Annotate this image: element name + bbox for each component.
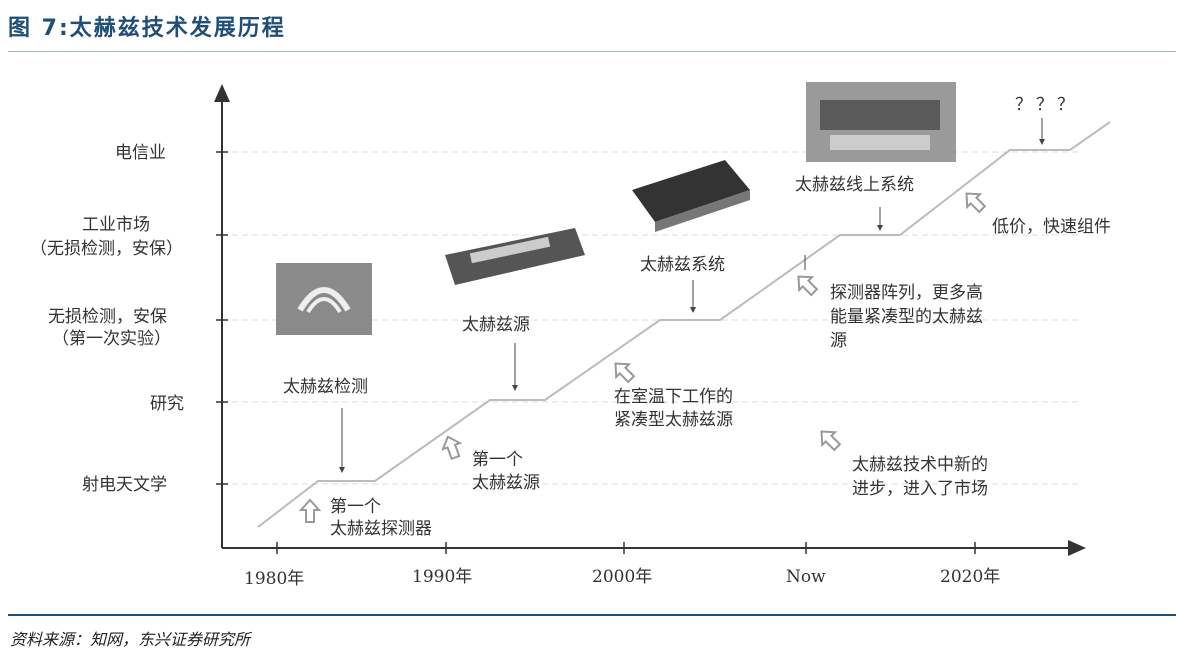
title-divider [8,51,1176,52]
x-tick-1990: 1990年 [412,567,472,587]
photo-thz-detector [276,263,372,335]
label-progress-2: 进步，进入了市场 [852,479,988,499]
label-first-detector-2: 太赫兹探测器 [330,519,432,539]
hollow-arrow-icons [298,192,987,523]
label-low-cost: 低价，快速组件 [992,217,1111,237]
label-array-2: 能量紧凑型的太赫兹 [830,307,983,327]
label-future: ？？？ [1015,95,1078,115]
source-note: 资料来源：知网，东兴证券研究所 [10,630,251,649]
y-label-ndt-sub: （第一次实验） [52,329,171,349]
label-progress-1: 太赫兹技术中新的 [852,455,988,475]
label-thz-source: 太赫兹源 [462,315,530,335]
label-thz-detection: 太赫兹检测 [283,377,368,397]
x-tick-now: Now [786,567,826,587]
label-array-3: 源 [830,331,847,351]
y-label-research: 研究 [150,394,184,414]
label-first-source-1: 第一个 [472,450,523,470]
y-label-ndt: 无损检测，安保 [48,307,167,327]
y-label-radio-astronomy: 射电天文学 [82,475,167,495]
y-label-telecom: 电信业 [115,143,166,163]
photo-thz-online-system [806,82,956,162]
figure-title: 图 7:太赫兹技术发展历程 [8,16,286,41]
x-tick-1980: 1980年 [244,569,304,589]
label-room-temp-2: 紧凑型太赫兹源 [614,410,733,430]
label-online-system: 太赫兹线上系统 [795,175,914,195]
y-label-industry-sub: （无损检测，安保） [30,239,183,259]
development-staircase-line [257,121,1111,528]
label-room-temp-1: 在室温下工作的 [614,387,733,407]
label-thz-system: 太赫兹系统 [640,255,725,275]
x-tick-2020: 2020年 [940,567,1000,587]
photo-thz-source [445,228,585,285]
label-array-1: 探测器阵列，更多高 [830,283,983,303]
photo-thz-system [632,160,750,232]
footer-divider [8,614,1176,616]
x-tick-2000: 2000年 [592,567,652,587]
label-first-source-2: 太赫兹源 [472,473,540,493]
label-first-detector-1: 第一个 [330,497,381,517]
y-label-industry: 工业市场 [82,215,150,235]
